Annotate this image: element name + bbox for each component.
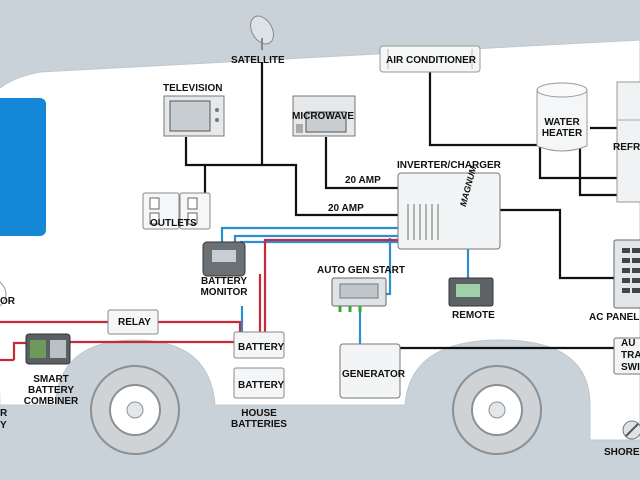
house-batteries-label-line2: BATTERIES	[231, 419, 287, 430]
left-partial-label-r: R	[0, 408, 8, 419]
outlets-unit	[142, 192, 211, 230]
battery-unit-1	[233, 331, 285, 359]
auto-transfer-switch-label: AU TRAN SWI	[621, 338, 640, 374]
house-batteries-label: HOUSE BATTERIES	[229, 408, 289, 430]
outlets-label: OUTLETS	[150, 218, 197, 229]
battery-unit-2	[233, 367, 285, 399]
battery-monitor-label-line1: BATTERY	[200, 276, 248, 287]
ac-panel-unit	[613, 239, 640, 309]
generator-label: GENERATOR	[342, 369, 405, 380]
auto-gen-start-unit	[331, 277, 387, 312]
auto-transfer-switch-label-line2: TRAN	[621, 350, 640, 361]
inverter-charger-unit	[397, 172, 501, 250]
auto-gen-start-label: AUTO GEN START	[317, 265, 405, 276]
auto-transfer-switch-unit	[613, 337, 640, 375]
battery-2-label: BATTERY	[238, 380, 285, 391]
smart-battery-combiner-unit	[25, 333, 71, 365]
television-label: TELEVISION	[163, 83, 223, 94]
television-unit	[163, 95, 225, 137]
relay-label: RELAY	[118, 317, 151, 328]
air-conditioner-label: AIR CONDITIONER	[386, 55, 476, 66]
shore-plug	[622, 420, 640, 440]
air-conditioner-unit	[379, 45, 481, 73]
front-window	[0, 98, 46, 236]
water-heater-label: WATER HEATER	[537, 117, 587, 139]
auto-transfer-switch-label-line3: SWI	[621, 362, 640, 373]
left-partial-label-y: Y	[0, 420, 7, 431]
amp-top-label: 20 AMP	[345, 175, 381, 186]
inverter-charger-label: INVERTER/CHARGER	[397, 160, 501, 171]
satellite-dish	[250, 15, 274, 50]
amp-bottom-label: 20 AMP	[328, 203, 364, 214]
battery-monitor-label-line2: MONITOR	[200, 287, 248, 298]
water-heater-label-line1: WATER	[544, 117, 580, 128]
red-wires	[0, 238, 398, 362]
left-partial-label-or: OR	[0, 296, 15, 307]
battery-monitor-label: BATTERY MONITOR	[194, 276, 254, 298]
battery-monitor-unit	[202, 241, 246, 277]
remote-unit	[448, 277, 494, 307]
remote-label: REMOTE	[452, 310, 495, 321]
front-wheel	[452, 365, 542, 455]
water-heater-label-line2: HEATER	[541, 128, 583, 139]
satellite-label: SATELLITE	[231, 55, 285, 66]
smart-battery-combiner-label: SMART BATTERY COMBINER	[21, 374, 81, 407]
microwave-label: MICROWAVE	[292, 111, 355, 122]
generator-unit	[339, 343, 401, 399]
water-heater-unit	[536, 82, 588, 152]
house-batteries-label-line1: HOUSE	[241, 408, 277, 419]
refrigerator-unit	[616, 81, 640, 203]
rear-wheel	[90, 365, 180, 455]
relay-unit	[107, 309, 159, 335]
smart-battery-combiner-label-line3: COMBINER	[23, 396, 79, 407]
shore-label: SHORE	[604, 447, 640, 458]
smart-battery-combiner-label-line1: SMART	[33, 374, 69, 385]
ac-panel-label: AC PANEL	[589, 312, 640, 323]
battery-1-label: BATTERY	[238, 342, 285, 353]
left-partial-device	[0, 281, 7, 307]
microwave-unit	[292, 95, 356, 137]
refrigerator-label: REFRI	[613, 142, 640, 153]
auto-transfer-switch-label-line1: AU	[621, 338, 636, 349]
smart-battery-combiner-label-line2: BATTERY	[27, 385, 75, 396]
